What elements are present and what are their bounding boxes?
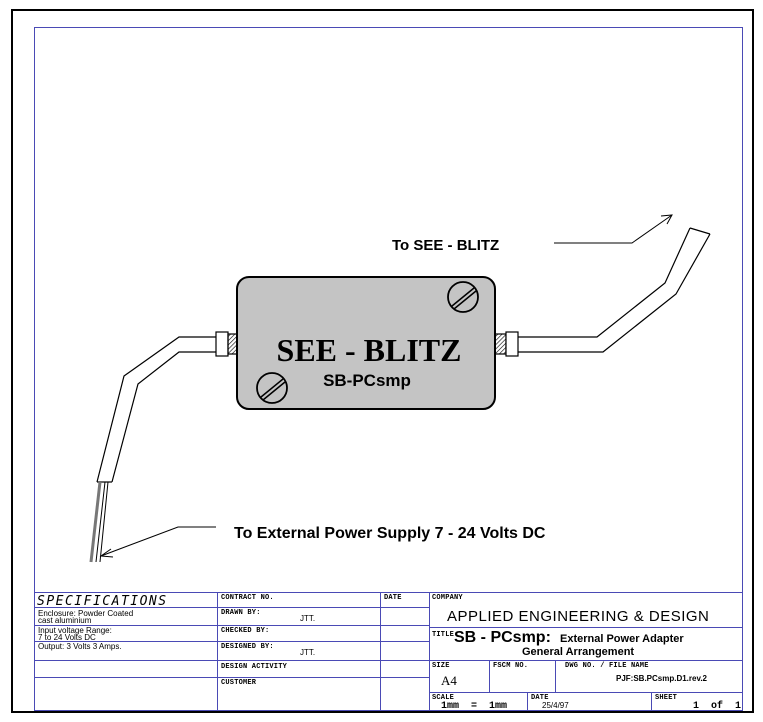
label-to-power-supply: To External Power Supply 7 - 24 Volts DC [234,525,546,542]
sheet-value: 1 of 1 [693,701,742,712]
contract-no-label: CONTRACT NO. [221,594,274,602]
label-to-see-blitz: To SEE - BLITZ [392,237,499,254]
left-cable [96,336,218,483]
right-cable [516,227,711,353]
leader-arrow-bottom [99,526,216,558]
leader-arrow-top [554,214,673,244]
dwg-label: DWG NO. / FILE NAME [565,662,649,670]
size-value: A4 [441,673,457,688]
drawing-frame-inner [34,27,743,711]
title-rest: External Power Adapter [560,633,684,645]
design-activity-label: DESIGN ACTIVITY [221,663,288,671]
title-line2: General Arrangement [522,646,635,658]
size-label: SIZE [432,662,450,670]
checked-by-label: CHECKED BY: [221,627,270,635]
enclosure-box [236,276,496,410]
designed-by-value: JTT. [300,648,316,657]
spec-input-2: 7 to 24 Volts DC [38,633,96,642]
scale-label: SCALE [432,694,455,702]
box-title: SEE - BLITZ [277,332,462,368]
box-subtitle: SB-PCsmp [323,371,411,390]
screw-icon [447,281,479,313]
company-label: COMPANY [432,594,463,602]
designed-by-label: DESIGNED BY: [221,643,274,651]
spec-enclosure-1: Enclosure: Powder Coated [38,609,134,618]
title-label: TITLE [432,631,455,639]
company-value: APPLIED ENGINEERING & DESIGN [447,608,710,625]
drawn-by-label: DRAWN BY: [221,609,261,617]
customer-label: CUSTOMER [221,679,257,687]
screw-icon [256,372,288,404]
drawn-by-value: JTT. [300,614,316,623]
drawing-frame-outer [11,9,754,713]
date2-value: 25/4/97 [542,701,569,710]
specifications-heading: SPECIFICATIONS [37,594,168,609]
spec-output: Output: 3 Volts 3 Amps. [38,642,122,651]
spec-input-1: Input voltage Range: [38,626,112,635]
date-label: DATE [384,594,402,602]
date2-label: DATE [531,694,549,702]
title-main: SB - PCsmp: [454,629,551,646]
sheet-label: SHEET [655,694,678,702]
scale-value: 1mm = 1mm [441,701,508,712]
left-wires [89,481,109,563]
dwg-value: PJF:SB.PCsmp.D1.rev.2 [616,674,707,683]
spec-enclosure-2: cast aluminium [38,616,92,625]
fscm-label: FSCM NO. [493,662,529,670]
